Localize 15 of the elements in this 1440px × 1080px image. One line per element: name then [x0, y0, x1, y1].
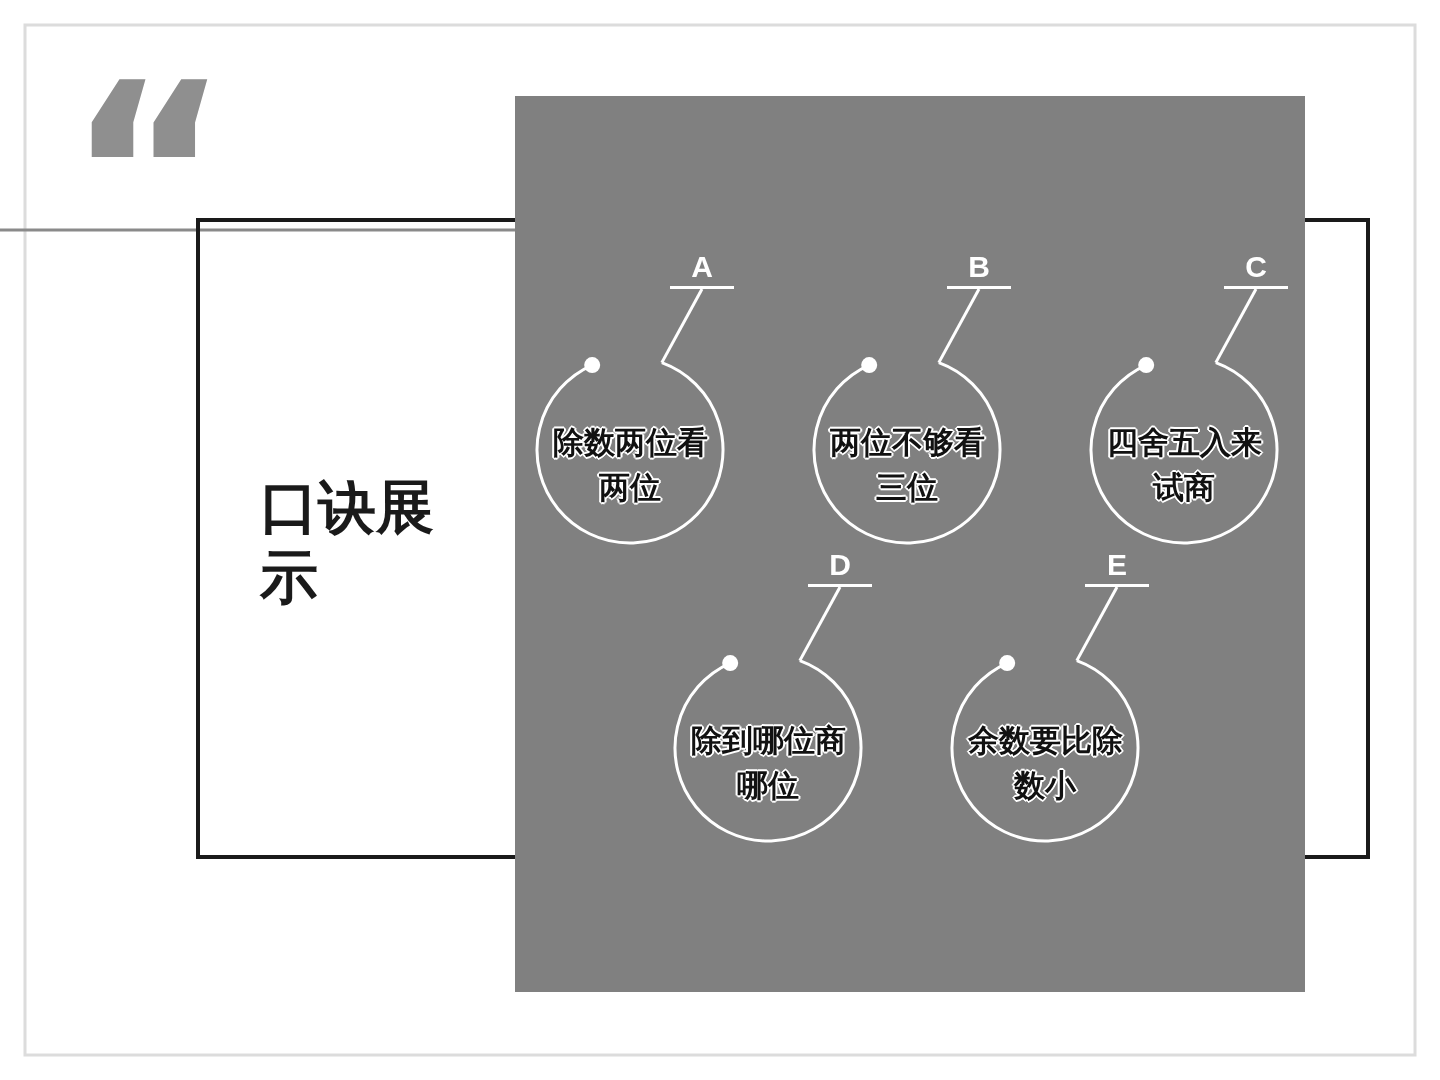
slide-title: 口诀展示 — [260, 472, 435, 612]
leader-line — [660, 288, 704, 364]
circle-text: 四舍五入来试商 — [1105, 423, 1263, 507]
callout-letter: C — [1224, 245, 1288, 289]
leader-line — [937, 288, 981, 364]
callout-letter: A — [670, 245, 734, 289]
quote-mark: “ — [66, 50, 231, 300]
callout-letter: B — [947, 245, 1011, 289]
leader-line — [1214, 288, 1258, 364]
callout-letter: D — [808, 543, 872, 587]
circle-text: 除数两位看两位 — [551, 423, 709, 507]
circle-text: 两位不够看三位 — [828, 423, 986, 507]
leader-line — [798, 586, 842, 662]
leader-line — [1075, 586, 1119, 662]
callout-letter: E — [1085, 543, 1149, 587]
